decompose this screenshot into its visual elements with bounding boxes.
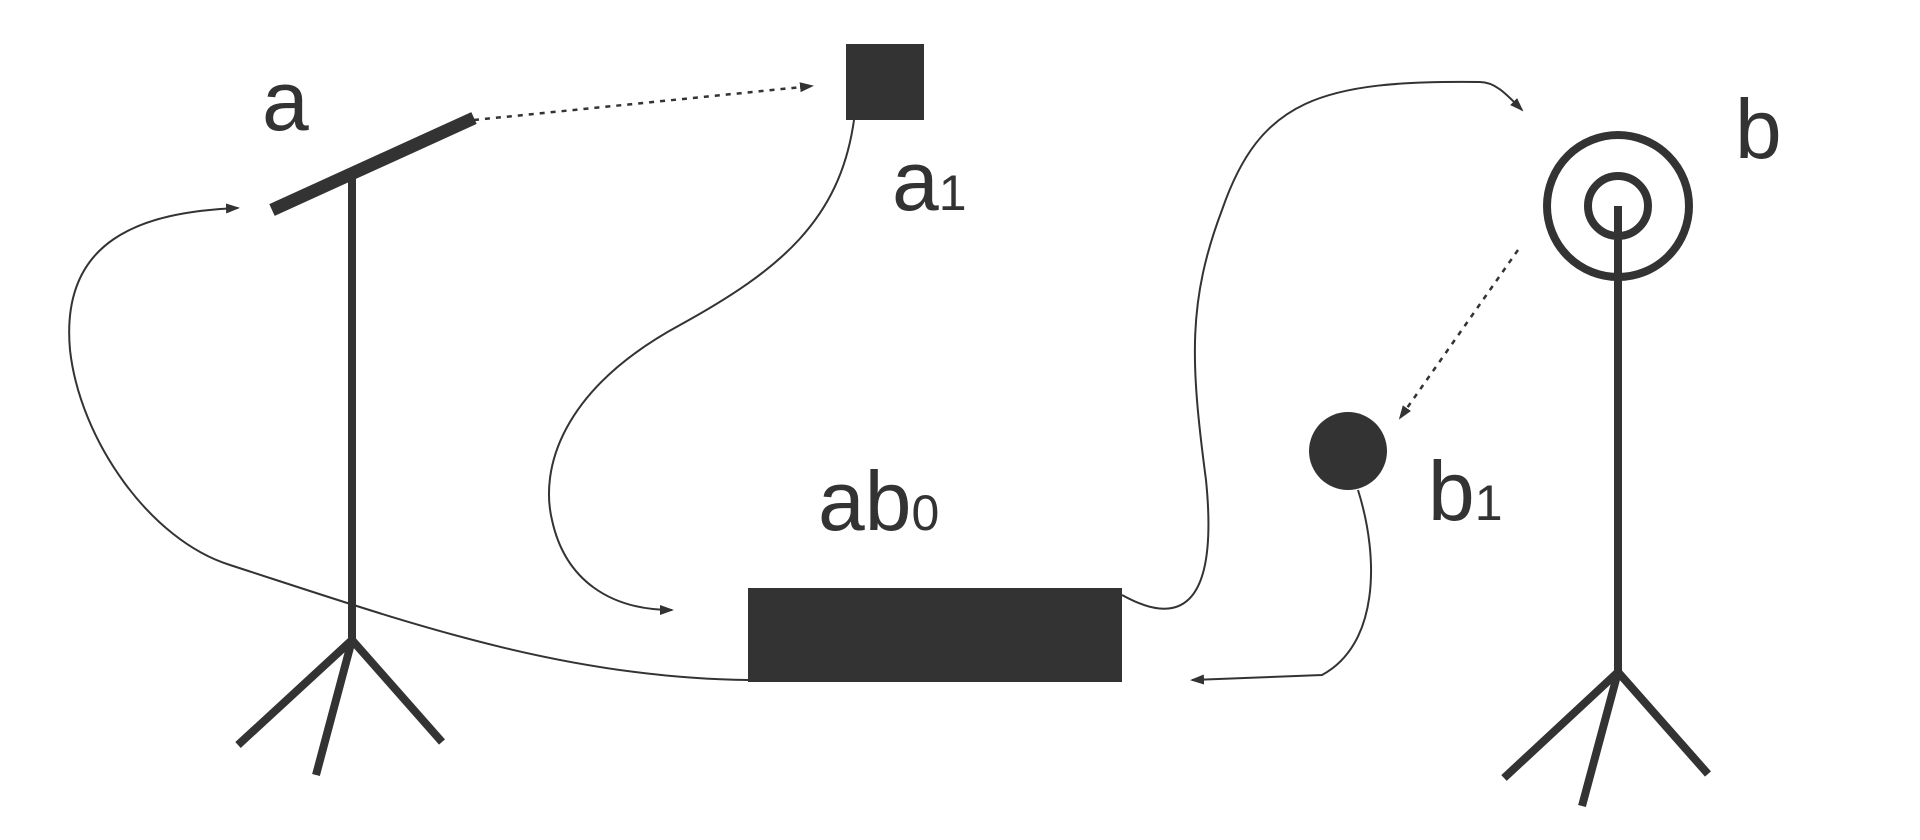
label-ab0: ab0: [818, 454, 939, 548]
dotted-arrow-b-to-b1: [1398, 249, 1520, 420]
curve-arrow-ab0-to-b: [1121, 80, 1524, 610]
dotted-arrow-a-to-a1: [473, 82, 814, 122]
curve-arrow-a1-to-ab0: [548, 119, 855, 615]
label-a1: a1: [892, 134, 967, 228]
circle-b1: [1309, 412, 1387, 490]
label-b1: b1: [1428, 444, 1503, 538]
square-a1: [846, 44, 924, 120]
label-b: b: [1735, 82, 1782, 176]
tripod-a-leg-middle: [312, 638, 356, 777]
tripod-b-leg-right: [1615, 669, 1711, 777]
rectangle-ab0: [748, 588, 1122, 682]
tripod-b-leg-left: [1501, 669, 1621, 781]
tripod-a-leg-right: [349, 637, 445, 745]
curve-arrow-b1-to-ab0: [1190, 489, 1372, 685]
tripod-a: [235, 112, 477, 777]
tripod-a-leg-left: [235, 637, 355, 748]
tripod-b: [1501, 131, 1711, 808]
tripod-a-top-bar: [269, 112, 477, 216]
label-a: a: [262, 54, 309, 148]
curve-arrow-ab0-to-a: [68, 203, 749, 681]
tripod-b-leg-middle: [1578, 670, 1622, 808]
